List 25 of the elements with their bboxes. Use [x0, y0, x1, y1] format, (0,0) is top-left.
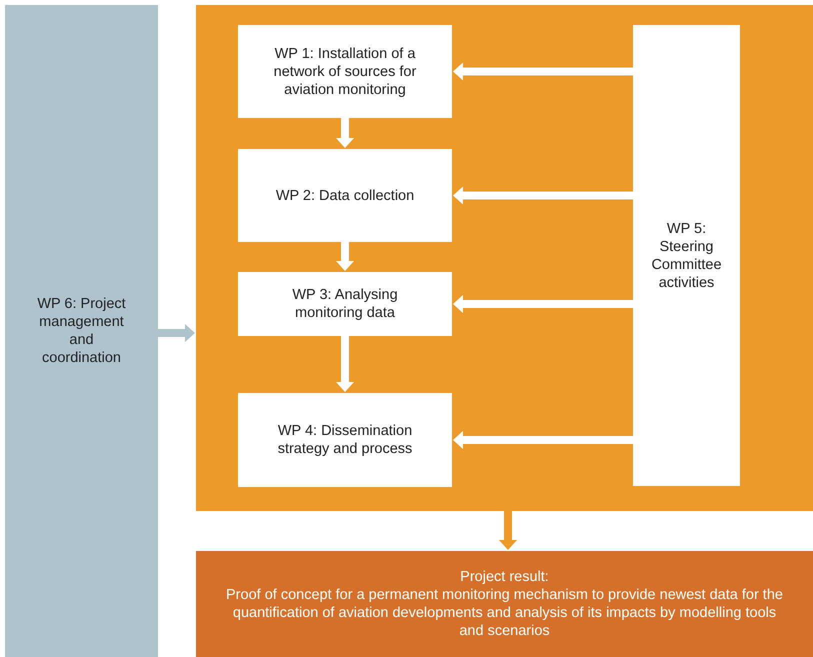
box-text: WP 3: Analysing monitoring data [291, 286, 399, 322]
box-text: WP 2: Data collection [276, 186, 414, 204]
box-text: WP 5: Steering Committee activities [650, 220, 723, 292]
box-text: WP 6: Project management and coordination [36, 295, 127, 367]
arrow [158, 324, 195, 342]
process-box [238, 149, 452, 242]
process-box [238, 272, 452, 336]
arrow [453, 295, 633, 313]
arrow [336, 336, 354, 392]
side-panel [633, 25, 740, 486]
arrow [453, 431, 633, 449]
panel-background [196, 5, 813, 511]
arrow [453, 62, 633, 80]
arrow [453, 186, 633, 204]
result-heading: Project result: [460, 568, 549, 586]
arrow [336, 242, 354, 271]
result-box [196, 551, 813, 657]
box-text: WP 1: Installation of a network of sources for aviation monitoring [272, 44, 418, 98]
box-text: Proof of concept for a permanent monitoring mechanism to provide newest data for the quantification of aviation developments and analysis of its impacts by modelling tools and scenarios [225, 586, 784, 640]
process-box [238, 393, 452, 487]
arrow [499, 511, 517, 550]
arrow [336, 118, 354, 148]
box-text: WP 4: Dissemination strategy and process [276, 422, 414, 458]
side-panel [5, 5, 158, 657]
process-box [238, 25, 452, 118]
